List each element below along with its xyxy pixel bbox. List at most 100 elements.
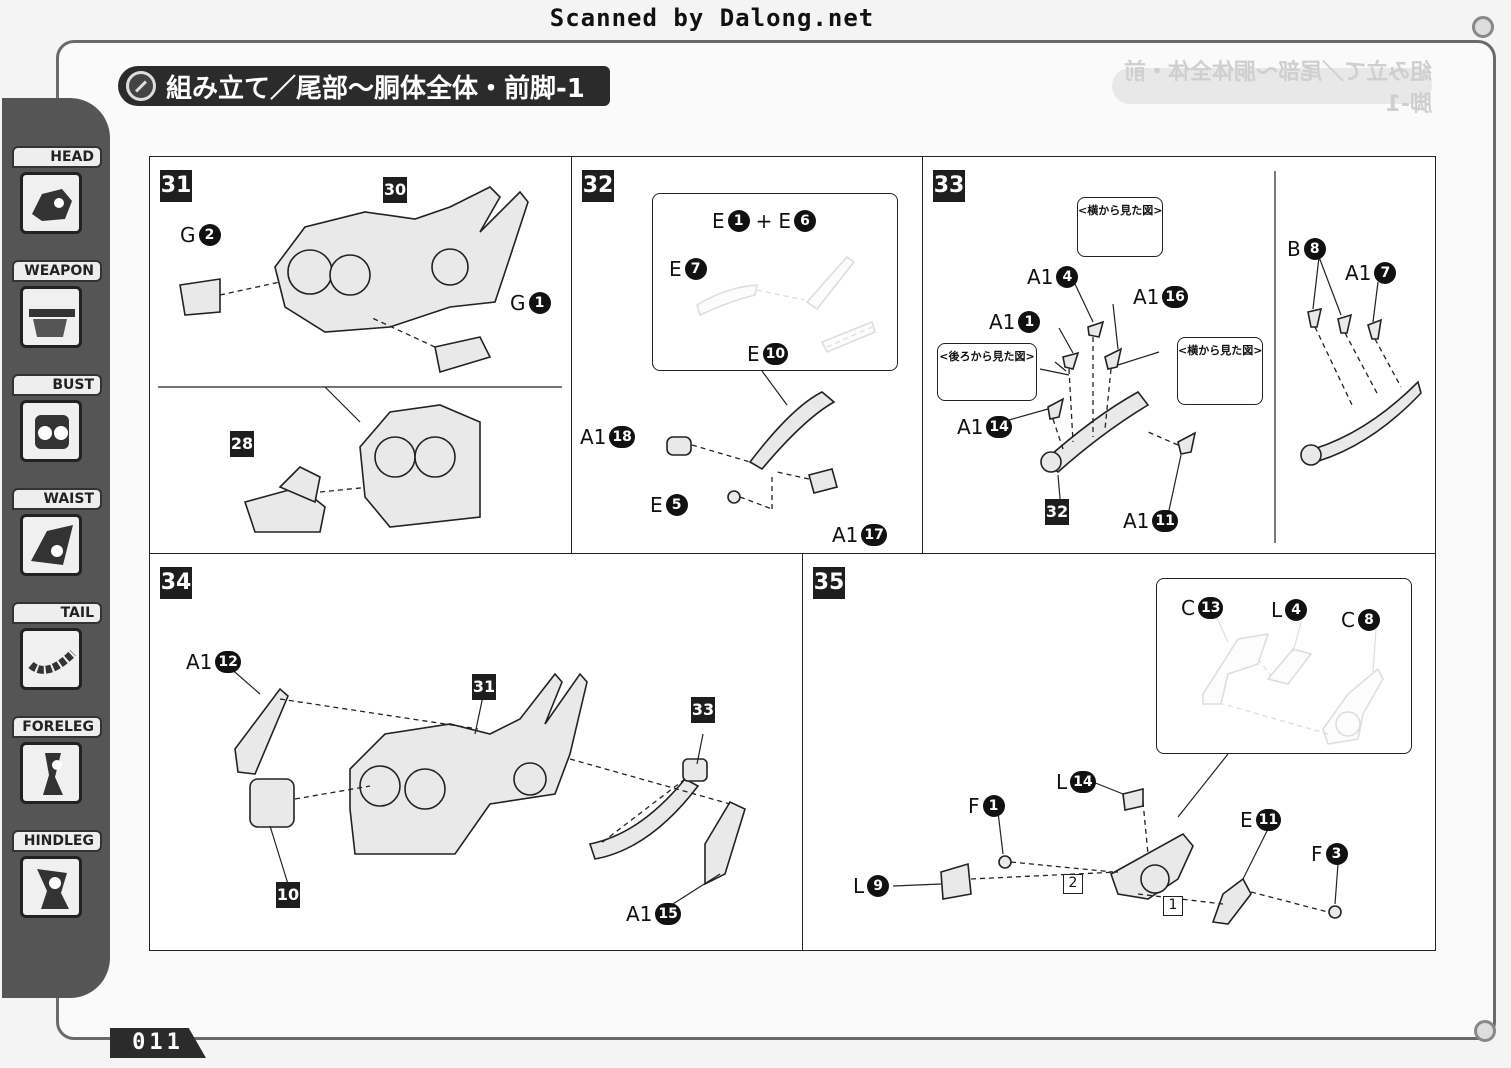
sidebar-item-foreleg[interactable]: FORELEG: [12, 716, 102, 804]
step-31-diagram: [158, 186, 562, 533]
part-letter: A1: [957, 415, 984, 439]
weapon-icon: [20, 286, 82, 348]
part-number: 1: [982, 795, 1005, 817]
part-number: 10: [762, 343, 789, 365]
part-number: 11: [1152, 510, 1178, 532]
side-view-title: <横から見た図>: [1078, 204, 1163, 217]
plus-sign: +: [755, 209, 773, 233]
step-number: 34: [160, 567, 192, 599]
part-letter: A1: [989, 310, 1016, 334]
part-letter: E: [712, 209, 725, 233]
step-number: 33: [933, 170, 965, 202]
side-view-callout: <横から見た図>: [1177, 337, 1263, 405]
part-letter: A1: [832, 523, 859, 547]
part-ref: 28: [230, 431, 254, 457]
part-number: 3: [1325, 843, 1348, 865]
section-sidebar: HEAD WEAPON BUST WAIST TAIL FORELEG HIND…: [2, 98, 110, 998]
part-letter: G: [180, 223, 196, 247]
part-letter: E: [747, 342, 760, 366]
part-number: 7: [1374, 262, 1397, 284]
part-ref: 32: [1045, 499, 1069, 525]
back-view-title: <後ろから見た図>: [939, 350, 1035, 363]
part-letter: E: [669, 257, 682, 281]
waist-icon: [20, 514, 82, 576]
step-number: 32: [582, 170, 614, 202]
sidebar-item-label: FORELEG: [12, 716, 102, 738]
part-number: 4: [1056, 266, 1079, 288]
page-number: 011: [110, 1028, 206, 1058]
part-number: 16: [1162, 286, 1188, 308]
part-number: 8: [1303, 238, 1326, 260]
part-letter: A1: [1133, 285, 1160, 309]
step-34-diagram: [227, 665, 746, 910]
part-number: 2: [198, 224, 221, 246]
part-letter: F: [968, 794, 980, 818]
corner-bolt-icon: [1472, 16, 1494, 38]
sidebar-item-weapon[interactable]: WEAPON: [12, 260, 102, 348]
lion-head-icon: [20, 172, 82, 234]
part-letter: C: [1181, 596, 1195, 620]
sidebar-item-bust[interactable]: BUST: [12, 374, 102, 462]
tail-icon: [20, 628, 82, 690]
part-number: 1: [528, 292, 551, 314]
part-letter: A1: [186, 650, 213, 674]
part-letter: B: [1287, 237, 1301, 261]
part-letter: A1: [1027, 265, 1054, 289]
part-letter: F: [1311, 842, 1323, 866]
part-number: 17: [861, 524, 887, 546]
part-number: 12: [215, 651, 241, 673]
part-letter: E: [778, 209, 792, 233]
sidebar-item-label: HEAD: [12, 146, 102, 168]
hindleg-icon: [20, 856, 82, 918]
part-ref: 31: [472, 674, 496, 700]
sidebar-item-hindleg[interactable]: HINDLEG: [12, 830, 102, 918]
sidebar-item-label: TAIL: [12, 602, 102, 624]
part-ref: 10: [276, 882, 300, 908]
part-number: 7: [684, 258, 707, 280]
part-number: 8: [1357, 609, 1380, 631]
sidebar-item-waist[interactable]: WAIST: [12, 488, 102, 576]
part-letter: E: [1240, 808, 1253, 832]
part-letter: G: [510, 291, 526, 315]
part-number: 1: [1018, 311, 1041, 333]
part-letter: A1: [626, 902, 653, 926]
part-ref: 30: [383, 177, 407, 203]
order-marker: 2: [1063, 874, 1083, 894]
step-number: 35: [813, 567, 845, 599]
order-marker: 1: [1163, 896, 1183, 916]
part-number: 11: [1255, 809, 1282, 831]
side-view-callout: <横から見た図>: [1077, 197, 1163, 257]
sidebar-item-head[interactable]: HEAD: [12, 146, 102, 234]
part-letter: A1: [1345, 261, 1372, 285]
part-number: 14: [1070, 771, 1096, 793]
sidebar-item-label: WEAPON: [12, 260, 102, 282]
scan-credit: Scanned by Dalong.net: [549, 4, 875, 32]
bust-icon: [20, 400, 82, 462]
sidebar-item-tail[interactable]: TAIL: [12, 602, 102, 690]
part-letter: L: [853, 874, 865, 898]
foreleg-icon: [20, 742, 82, 804]
step-33-panel: 33 <横: [922, 156, 1436, 554]
sidebar-item-label: BUST: [12, 374, 102, 396]
part-number: 18: [609, 426, 635, 448]
